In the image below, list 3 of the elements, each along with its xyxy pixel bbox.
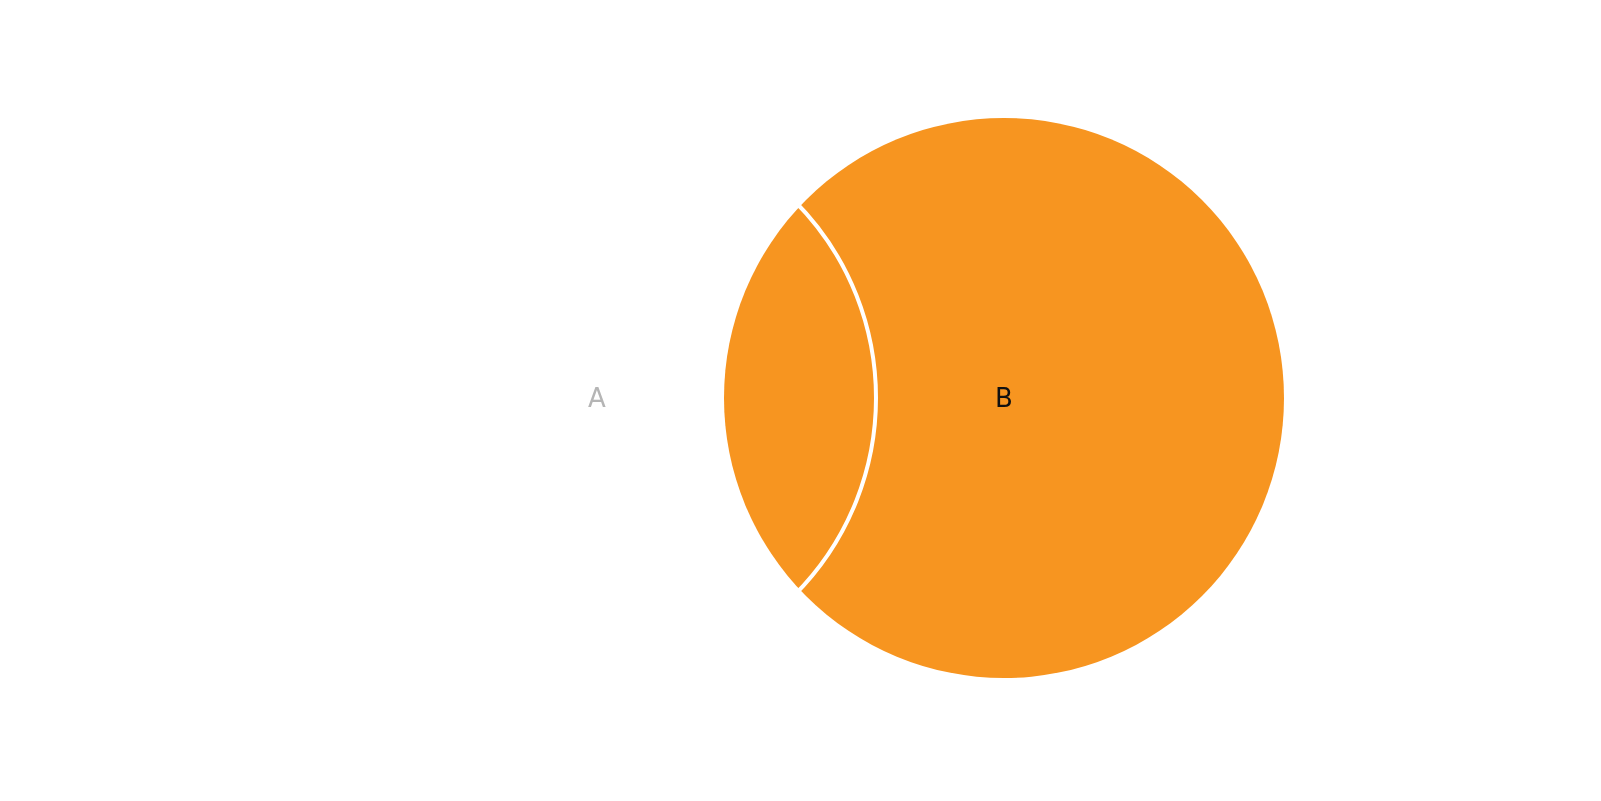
set-label: B xyxy=(995,383,1013,413)
set-circle xyxy=(724,118,1284,678)
set-label: A xyxy=(588,383,606,413)
